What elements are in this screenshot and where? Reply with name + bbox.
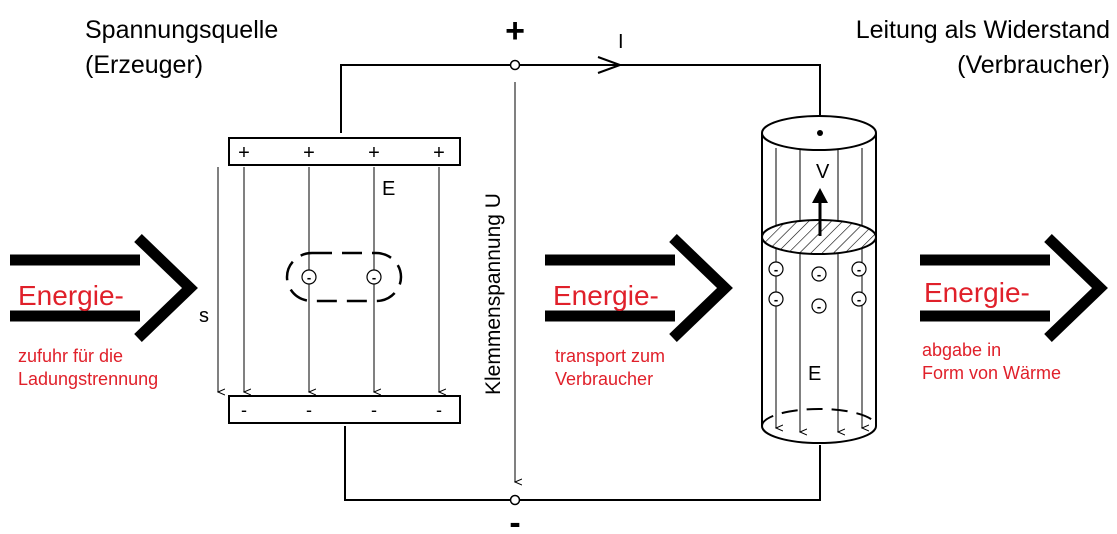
svg-text:-: - [307,270,311,285]
plus-sign-1: + [238,142,250,164]
minus-sign-3: - [371,400,377,420]
energy-out-title: Energie- [924,277,1030,308]
electron-6: - [768,291,784,307]
electron-8: - [851,291,867,307]
svg-text:-: - [774,262,778,277]
source-field-label: E [382,178,395,200]
electron-2: - [366,269,382,285]
positive-plate [228,137,461,166]
plus-sign-2: + [303,142,315,164]
voltage-label: Klemmenspannung U [482,193,505,395]
distance-label: s [199,305,209,327]
energy-in-line2: Ladungstrennung [18,369,158,389]
charge-separation-region [285,251,403,303]
electron-4: - [811,266,827,282]
minus-sign-1: - [241,400,247,420]
plus-terminal-sign: + [505,12,525,50]
svg-text:-: - [857,262,861,277]
source-title-line1: Spannungsquelle [85,16,278,44]
energy-in-line1: zufuhr für die [18,346,123,366]
energy-out-line1: abgabe in [922,340,1001,360]
electron-5: - [851,261,867,277]
minus-sign-2: - [306,400,312,420]
resistor-cylinder [761,115,877,444]
energy-in-arrow [10,234,198,342]
velocity-arrow-head [812,188,828,203]
electron-7: - [811,298,827,314]
energy-out-arrow [920,234,1108,342]
current-label: I [618,31,624,53]
current-arrow [597,56,623,74]
energy-transport-title: Energie- [553,280,659,311]
energy-transport-line2: Verbraucher [555,369,653,389]
top-wire [340,64,821,133]
svg-text:-: - [372,270,376,285]
plus-sign-4: + [433,142,445,164]
electron-3: - [768,261,784,277]
energy-transport-line1: transport zum [555,346,665,366]
minus-sign-4: - [436,400,442,420]
velocity-label: V [816,161,830,183]
minus-terminal-node [509,494,521,506]
plus-terminal-node [509,59,521,71]
negative-plate [228,395,461,424]
bottom-wire [344,426,821,501]
svg-text:-: - [817,267,821,282]
energy-out-line2: Form von Wärme [922,363,1061,383]
svg-text:-: - [817,299,821,314]
energy-transport-arrow [545,234,733,342]
svg-text:-: - [857,292,861,307]
svg-text:-: - [774,292,778,307]
plus-sign-3: + [368,142,380,164]
electron-1: - [301,269,317,285]
load-title-line1: Leitung als Widerstand [856,16,1110,44]
load-field-label: E [808,363,821,385]
minus-terminal-sign: - [509,504,520,534]
energy-in-title: Energie- [18,280,124,311]
source-title-line2: (Erzeuger) [85,51,203,79]
cross-section-hatch [762,220,876,254]
load-title-line2: (Verbraucher) [957,51,1110,79]
